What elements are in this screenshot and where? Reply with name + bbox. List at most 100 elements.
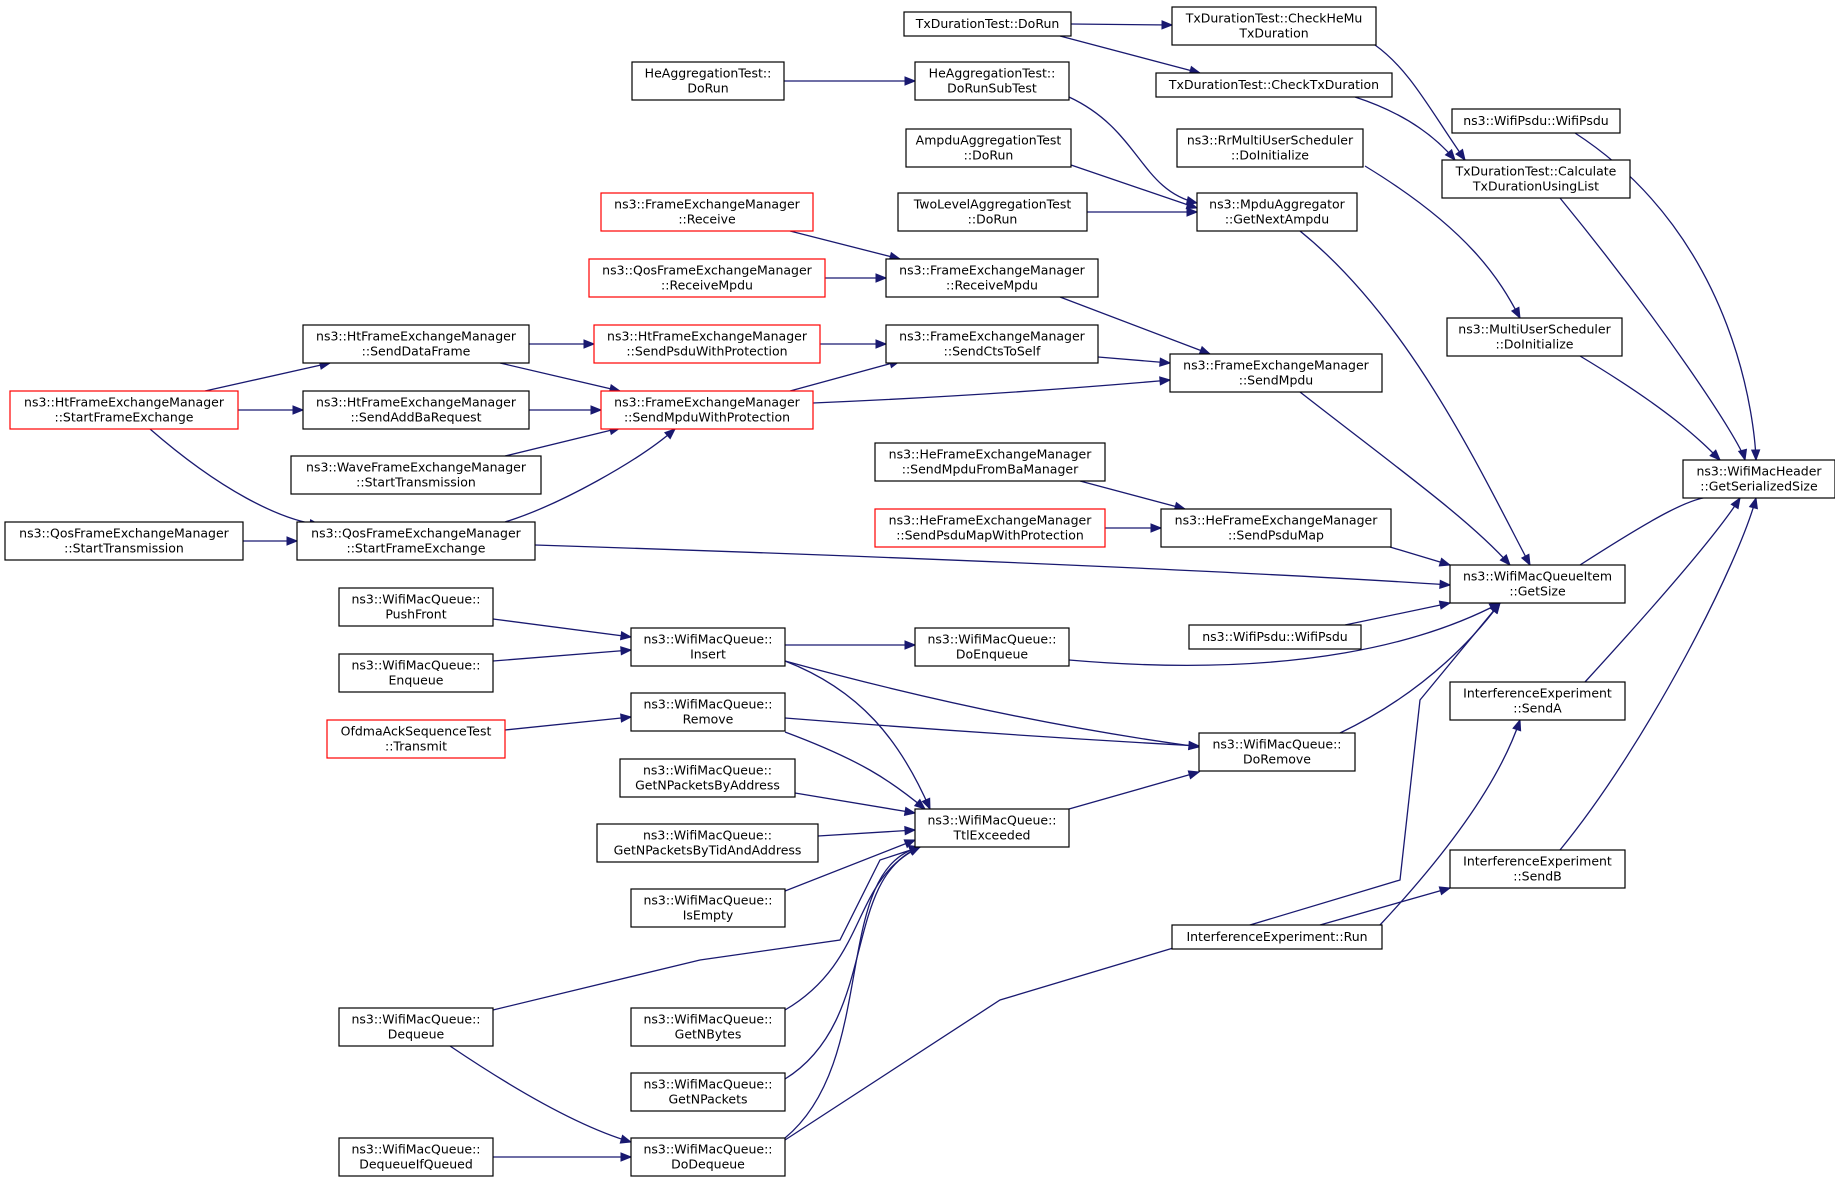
- node-box[interactable]: [619, 758, 796, 798]
- node-ns3-htframeexchangemanager-startframeexchange[interactable]: ns3::HtFrameExchangeManager::StartFrameE…: [9, 390, 239, 430]
- node-box[interactable]: [1196, 192, 1358, 232]
- node-box[interactable]: [630, 692, 786, 732]
- node-ns3-wifimacqueue-getnpacketsbytidandaddress[interactable]: ns3::WifiMacQueue::GetNPacketsByTidAndAd…: [596, 823, 819, 863]
- node-ns3-multiuserscheduler-doinitialize[interactable]: ns3::MultiUserScheduler::DoInitialize: [1446, 317, 1623, 357]
- node-box[interactable]: [338, 653, 494, 693]
- node-box[interactable]: [302, 324, 530, 364]
- node-box[interactable]: [1188, 624, 1362, 650]
- node-ns3-wifimacqueue-insert[interactable]: ns3::WifiMacQueue::Insert: [630, 627, 786, 667]
- node-box[interactable]: [630, 627, 786, 667]
- node-box[interactable]: [290, 455, 542, 495]
- node-ns3-waveframeexchangemanager-starttransmission[interactable]: ns3::WaveFrameExchangeManager::StartTran…: [290, 455, 542, 495]
- node-box[interactable]: [296, 521, 536, 561]
- node-box[interactable]: [905, 128, 1072, 168]
- node-ns3-frameexchangemanager-sendctstoself[interactable]: ns3::FrameExchangeManager::SendCtsToSelf: [885, 324, 1099, 364]
- node-box[interactable]: [1160, 508, 1392, 548]
- node-twolevelaggregationtest-dorun[interactable]: TwoLevelAggregationTest::DoRun: [897, 192, 1088, 232]
- node-ns3-wifimacqueue-doremove[interactable]: ns3::WifiMacQueue::DoRemove: [1198, 732, 1356, 772]
- node-txdurationtest-dorun[interactable]: TxDurationTest::DoRun: [903, 11, 1072, 37]
- node-heaggregationtest-dorunsubtest[interactable]: HeAggregationTest::DoRunSubTest: [914, 61, 1070, 101]
- node-ns3-heframeexchangemanager-sendpsdumapwithprotection[interactable]: ns3::HeFrameExchangeManager::SendPsduMap…: [874, 508, 1106, 548]
- node-box[interactable]: [600, 192, 814, 232]
- node-ns3-wifimacqueue-ttlexceeded[interactable]: ns3::WifiMacQueue::TtlExceeded: [914, 808, 1070, 848]
- node-ns3-qosframeexchangemanager-startframeexchange[interactable]: ns3::QosFrameExchangeManager::StartFrame…: [296, 521, 536, 561]
- node-box[interactable]: [1171, 924, 1383, 950]
- node-ns3-qosframeexchangemanager-starttransmission[interactable]: ns3::QosFrameExchangeManager::StartTrans…: [4, 521, 244, 561]
- node-box[interactable]: [1451, 108, 1621, 134]
- node-box[interactable]: [596, 823, 819, 863]
- node-interferenceexperiment-senda[interactable]: InterferenceExperiment::SendA: [1449, 681, 1626, 721]
- node-ns3-htframeexchangemanager-sendpsduwithprotection[interactable]: ns3::HtFrameExchangeManager::SendPsduWit…: [593, 324, 821, 364]
- node-ns3-htframeexchangemanager-senddataframe[interactable]: ns3::HtFrameExchangeManager::SendDataFra…: [302, 324, 530, 364]
- node-box[interactable]: [631, 61, 785, 101]
- node-box[interactable]: [914, 808, 1070, 848]
- node-box[interactable]: [338, 1137, 494, 1177]
- node-ns3-wifimacqueue-dodequeue[interactable]: ns3::WifiMacQueue::DoDequeue: [630, 1137, 786, 1177]
- node-ns3-wifipsdu-wifipsdu[interactable]: ns3::WifiPsdu::WifiPsdu: [1451, 108, 1621, 134]
- node-box[interactable]: [338, 1007, 494, 1047]
- node-ns3-wifimacqueue-enqueue[interactable]: ns3::WifiMacQueue::Enqueue: [338, 653, 494, 693]
- node-box[interactable]: [903, 11, 1072, 37]
- node-ns3-frameexchangemanager-receivempdu[interactable]: ns3::FrameExchangeManager::ReceiveMpdu: [885, 258, 1099, 298]
- node-box[interactable]: [630, 1072, 786, 1112]
- node-ns3-wifimacqueue-doenqueue[interactable]: ns3::WifiMacQueue::DoEnqueue: [914, 627, 1070, 667]
- node-ns3-wifimacqueue-pushfront[interactable]: ns3::WifiMacQueue::PushFront: [338, 587, 494, 627]
- node-box[interactable]: [302, 390, 530, 430]
- node-ns3-wifimacqueue-getnpackets[interactable]: ns3::WifiMacQueue::GetNPackets: [630, 1072, 786, 1112]
- node-box[interactable]: [885, 324, 1099, 364]
- node-ns3-heframeexchangemanager-sendmpdufrombamanager[interactable]: ns3::HeFrameExchangeManager::SendMpduFro…: [874, 442, 1106, 482]
- node-ns3-wifimacqueue-dequeueifqueued[interactable]: ns3::WifiMacQueue::DequeueIfQueued: [338, 1137, 494, 1177]
- node-box[interactable]: [897, 192, 1088, 232]
- node-ofdmaacksequencetest-transmit[interactable]: OfdmaAckSequenceTest::Transmit: [326, 719, 506, 759]
- node-ns3-frameexchangemanager-receive[interactable]: ns3::FrameExchangeManager::Receive: [600, 192, 814, 232]
- node-ns3-wifimacqueue-getnbytes[interactable]: ns3::WifiMacQueue::GetNBytes: [630, 1007, 786, 1047]
- node-box[interactable]: [1449, 849, 1626, 889]
- node-ns3-wifimacqueueitem-getsize[interactable]: ns3::WifiMacQueueItem::GetSize: [1449, 564, 1626, 604]
- node-box[interactable]: [593, 324, 821, 364]
- node-box[interactable]: [630, 1007, 786, 1047]
- node-box[interactable]: [1449, 564, 1626, 604]
- node-ns3-frameexchangemanager-sendmpdu[interactable]: ns3::FrameExchangeManager::SendMpdu: [1169, 353, 1383, 393]
- node-ns3-htframeexchangemanager-sendaddbarequest[interactable]: ns3::HtFrameExchangeManager::SendAddBaRe…: [302, 390, 530, 430]
- node-ns3-mpduaggregator-getnextampdu[interactable]: ns3::MpduAggregator::GetNextAmpdu: [1196, 192, 1358, 232]
- node-box[interactable]: [326, 719, 506, 759]
- node-box[interactable]: [1446, 317, 1623, 357]
- node-ns3-frameexchangemanager-sendmpduwithprotection[interactable]: ns3::FrameExchangeManager::SendMpduWithP…: [600, 390, 814, 430]
- node-ampduaggregationtest-dorun[interactable]: AmpduAggregationTest::DoRun: [905, 128, 1072, 168]
- node-box[interactable]: [630, 888, 786, 928]
- node-ns3-wifimacqueue-dequeue[interactable]: ns3::WifiMacQueue::Dequeue: [338, 1007, 494, 1047]
- node-box[interactable]: [914, 627, 1070, 667]
- node-ns3-heframeexchangemanager-sendpsdumap[interactable]: ns3::HeFrameExchangeManager::SendPsduMap: [1160, 508, 1392, 548]
- node-interferenceexperiment-sendb[interactable]: InterferenceExperiment::SendB: [1449, 849, 1626, 889]
- node-interferenceexperiment-run[interactable]: InterferenceExperiment::Run: [1171, 924, 1383, 950]
- node-box[interactable]: [1171, 6, 1377, 46]
- node-box[interactable]: [1169, 353, 1383, 393]
- node-ns3-wifimacqueue-getnpacketsbyaddress[interactable]: ns3::WifiMacQueue::GetNPacketsByAddress: [619, 758, 796, 798]
- node-box[interactable]: [338, 587, 494, 627]
- node-box[interactable]: [874, 442, 1106, 482]
- node-ns3-wifimacheader-getserializedsize[interactable]: ns3::WifiMacHeader::GetSerializedSize: [1682, 459, 1835, 499]
- node-box[interactable]: [914, 61, 1070, 101]
- node-box[interactable]: [588, 258, 826, 298]
- node-box[interactable]: [1682, 459, 1835, 499]
- node-ns3-rrmultiuserscheduler-doinitialize[interactable]: ns3::RrMultiUserScheduler::DoInitialize: [1176, 128, 1364, 168]
- node-box[interactable]: [1449, 681, 1626, 721]
- node-box[interactable]: [1441, 159, 1631, 199]
- node-ns3-wifipsdu-wifipsdu[interactable]: ns3::WifiPsdu::WifiPsdu: [1188, 624, 1362, 650]
- node-heaggregationtest-dorun[interactable]: HeAggregationTest::DoRun: [631, 61, 785, 101]
- node-ns3-qosframeexchangemanager-receivempdu[interactable]: ns3::QosFrameExchangeManager::ReceiveMpd…: [588, 258, 826, 298]
- node-box[interactable]: [600, 390, 814, 430]
- node-box[interactable]: [1198, 732, 1356, 772]
- node-txdurationtest-calculatetxdurationusinglist[interactable]: TxDurationTest::CalculateTxDurationUsing…: [1441, 159, 1631, 199]
- node-box[interactable]: [4, 521, 244, 561]
- node-box[interactable]: [1176, 128, 1364, 168]
- node-box[interactable]: [9, 390, 239, 430]
- node-ns3-wifimacqueue-remove[interactable]: ns3::WifiMacQueue::Remove: [630, 692, 786, 732]
- node-txdurationtest-checktxduration[interactable]: TxDurationTest::CheckTxDuration: [1155, 72, 1393, 98]
- node-box[interactable]: [1155, 72, 1393, 98]
- node-box[interactable]: [630, 1137, 786, 1177]
- node-ns3-wifimacqueue-isempty[interactable]: ns3::WifiMacQueue::IsEmpty: [630, 888, 786, 928]
- node-box[interactable]: [885, 258, 1099, 298]
- node-box[interactable]: [874, 508, 1106, 548]
